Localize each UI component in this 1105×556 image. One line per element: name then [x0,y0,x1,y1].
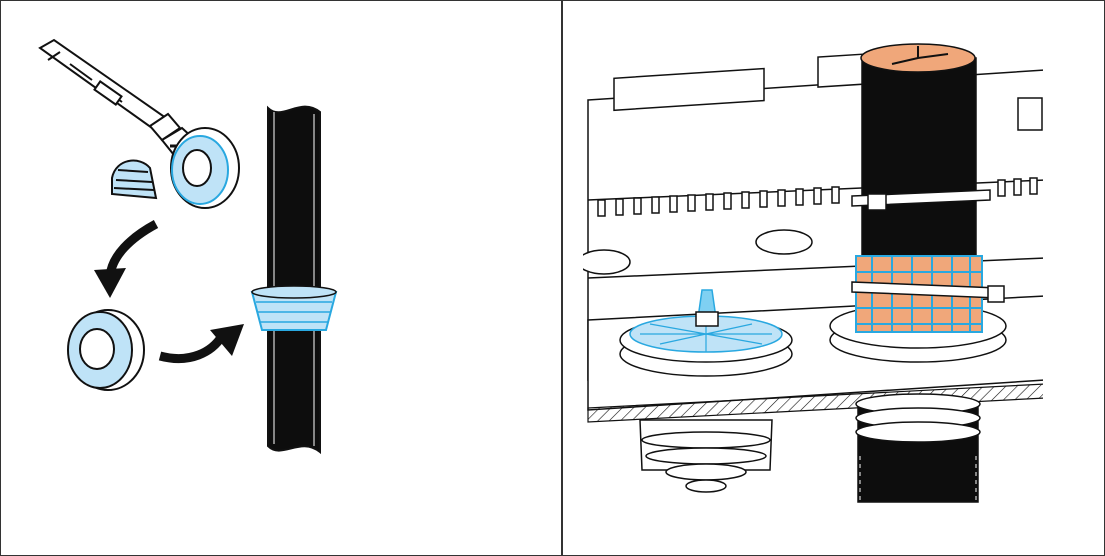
vent-slots [597,177,1038,217]
cut-grommet-icon [170,127,240,209]
cable-through-port [829,43,1007,503]
cable-with-grommet [250,105,338,455]
grommet-cap-piece-icon [111,159,158,200]
empty-port-grommet [619,289,793,493]
curved-arrow-down-icon [94,220,159,298]
curved-arrow-right-icon [158,324,244,364]
grommet-ring-icon [67,309,145,391]
